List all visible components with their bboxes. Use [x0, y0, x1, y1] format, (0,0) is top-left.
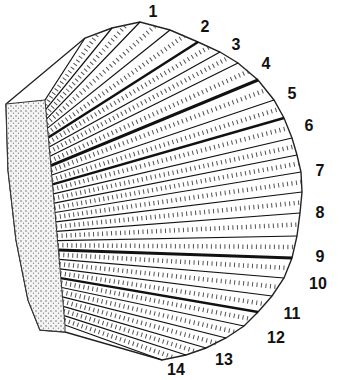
callout-number: 4	[262, 55, 271, 73]
callout-number: 11	[284, 305, 301, 323]
callout-number: 2	[201, 18, 210, 36]
callout-number: 7	[316, 162, 325, 180]
callout-number: 13	[215, 351, 233, 369]
callout-number: 6	[305, 117, 314, 135]
section-outline	[6, 22, 302, 360]
callout-number: 9	[316, 248, 325, 266]
callout-number: 5	[288, 85, 297, 103]
callout-number: 1	[149, 3, 158, 21]
pith-region	[6, 100, 65, 332]
callout-number: 8	[316, 204, 325, 222]
cell-rows	[45, 25, 301, 358]
callout-number: 14	[167, 361, 185, 379]
ray-lines	[45, 22, 302, 360]
callout-number: 12	[267, 329, 285, 347]
callout-number: 10	[309, 275, 327, 293]
callout-number: 3	[232, 36, 241, 54]
